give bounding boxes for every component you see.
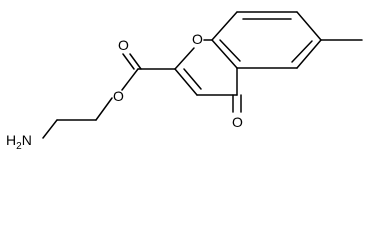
bond-c7-c6: [296, 11, 322, 41]
bond-c4a-c8a-inner: [219, 39, 241, 62]
amine-label: H2N: [6, 132, 32, 152]
ester-carbonyl-oxygen-label: O: [118, 37, 129, 53]
bond-carbonyl-double-b: [129, 53, 142, 70]
ring-oxygen-label: O: [192, 31, 203, 47]
bond-carbonyl-to-ester-oxygen: [121, 68, 139, 91]
bond-c2-c3: [174, 68, 198, 96]
bond-c8a-c8: [211, 11, 238, 41]
bond-o1-c2: [174, 47, 195, 70]
bond-c4a-c8a: [211, 39, 238, 69]
ester-oxygen-label: O: [113, 88, 124, 104]
amine-nitrogen: N: [22, 132, 32, 148]
pyranone-ring: [174, 39, 242, 113]
bond-c2-c3-inner: [183, 68, 202, 90]
bond-c6-c5-inner: [291, 40, 313, 63]
bond-ester-oxygen-to-ch2: [95, 97, 113, 121]
benzene-ring: [211, 11, 363, 69]
ester-side-chain: [42, 53, 176, 139]
amine-subscript: 2: [16, 141, 22, 152]
bond-carbonyl-double-a: [122, 53, 135, 70]
chemical-structure-diagram: O O O O H2N: [6, 11, 363, 152]
bond-ch2-amine: [42, 119, 58, 139]
bond-c6-c5: [296, 39, 322, 69]
amine-hydrogen: H: [6, 132, 16, 148]
ketone-oxygen-label: O: [232, 114, 243, 130]
